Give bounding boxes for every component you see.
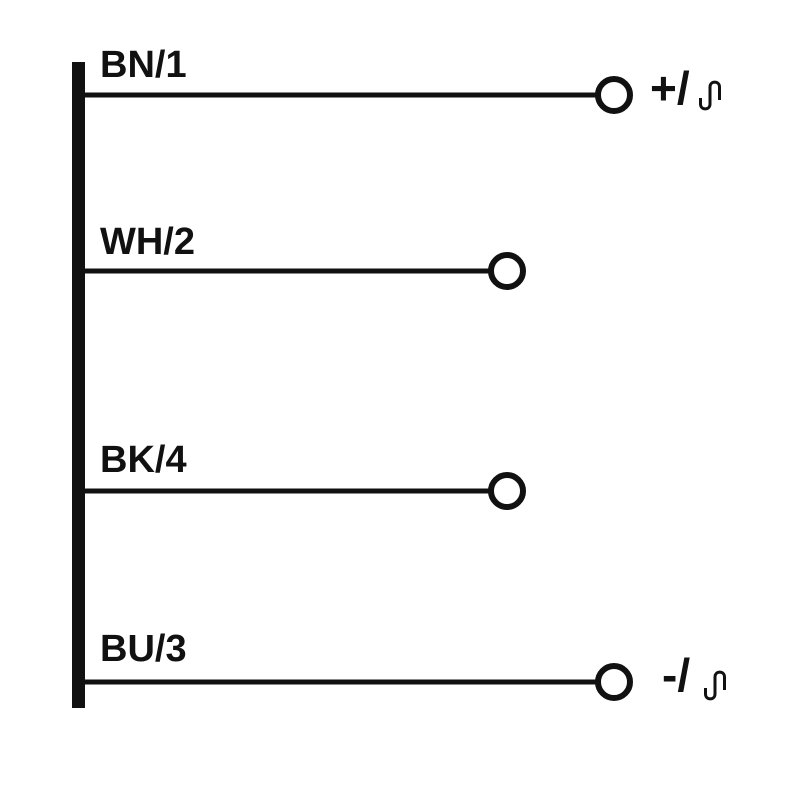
pulse-waveform-icon [704,670,726,701]
wire-label: BU/3 [100,628,187,670]
terminal-circle [488,252,526,290]
terminal-circle [595,76,633,114]
wire-bu3: BU/3 -/ [83,628,726,701]
wire-bn1: BN/1 +/ [83,44,721,114]
bus-bar [72,62,85,708]
positive-terminal-label: +/ [650,62,690,114]
wire-bk4: BK/4 [83,439,526,510]
terminal-circle [488,472,526,510]
negative-terminal-label: -/ [662,649,690,701]
pulse-waveform-icon [699,80,721,111]
wire-label: BK/4 [100,439,187,481]
terminal-circle [595,663,633,701]
wire-wh2: WH/2 [83,221,526,290]
wire-label: BN/1 [100,44,187,86]
wire-label: WH/2 [100,221,195,263]
